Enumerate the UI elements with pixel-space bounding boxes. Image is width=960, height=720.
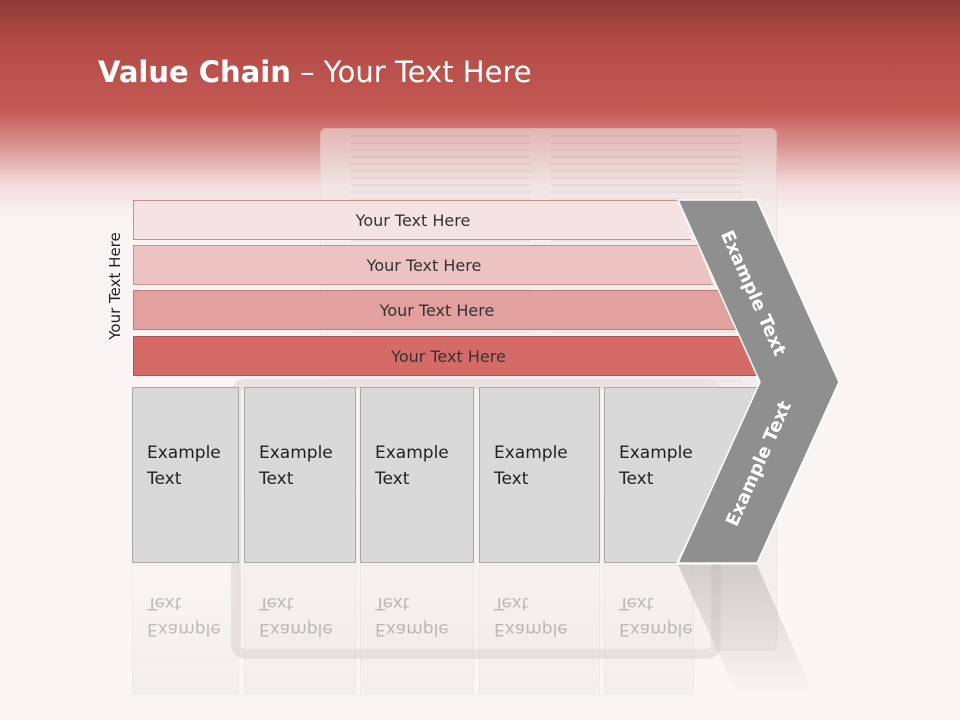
activity-box-5-line1: Example — [619, 443, 693, 463]
activity-box-2[interactable]: Example Text — [244, 387, 356, 563]
slide-title[interactable]: Value Chain – Your Text Here — [98, 55, 532, 89]
value-bar-1-label: Your Text Here — [355, 210, 471, 230]
value-bar-4[interactable]: Your Text Here — [133, 336, 762, 376]
value-bar-3[interactable]: Your Text Here — [133, 290, 739, 330]
activity-box-4-line2: Text — [494, 469, 529, 489]
activity-box-3-line1: Example — [375, 443, 449, 463]
activity-box-4[interactable]: Example Text — [479, 387, 600, 563]
value-bar-2[interactable]: Your Text Here — [133, 245, 713, 285]
activity-box-1-line1: Example — [147, 443, 221, 463]
slide-title-bold: Value Chain — [98, 55, 291, 89]
activity-box-1-line2: Text — [147, 469, 182, 489]
chevron-shape — [676, 199, 840, 564]
activity-box-2-line2: Text — [259, 469, 294, 489]
activity-box-4-line1: Example — [494, 443, 568, 463]
value-bar-3-label: Your Text Here — [379, 300, 495, 320]
value-bar-1[interactable]: Your Text Here — [133, 200, 691, 240]
slide-title-rest: – Your Text Here — [290, 55, 532, 89]
activity-box-3-line2: Text — [375, 469, 410, 489]
activity-box-2-line1: Example — [259, 443, 333, 463]
chevron-reflection — [678, 565, 812, 700]
activity-box-1[interactable]: Example Text — [132, 387, 239, 563]
value-bar-2-label: Your Text Here — [366, 255, 482, 275]
activity-box-3[interactable]: Example Text — [360, 387, 474, 563]
value-bar-4-label: Your Text Here — [391, 346, 506, 366]
activity-box-5-line2: Text — [619, 469, 654, 489]
